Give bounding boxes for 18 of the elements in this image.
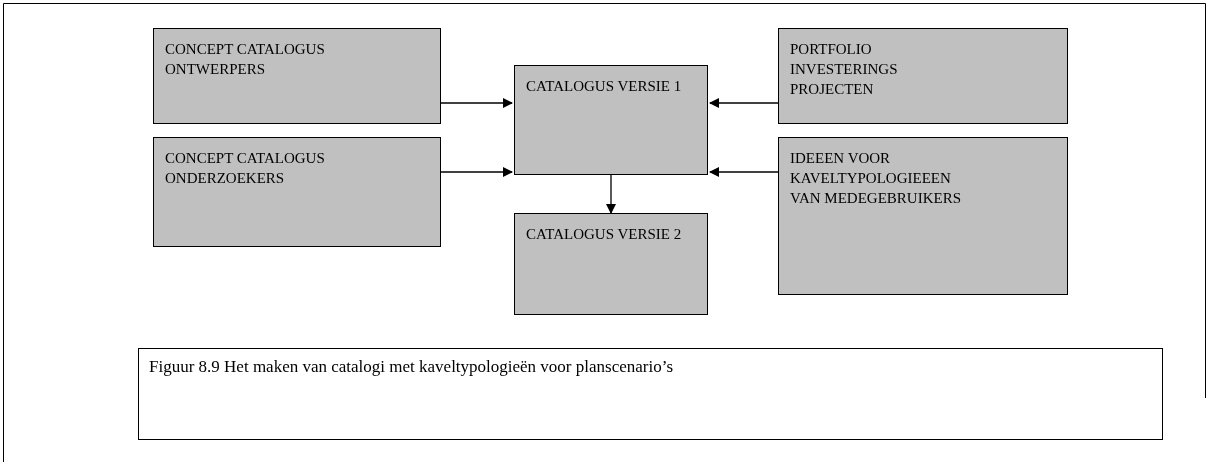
process-box: [778, 137, 1068, 295]
box-label: CONCEPT CATALOGUS ONDERZOEKERS: [165, 149, 326, 188]
box-label: CATALOGUS VERSIE 2: [526, 225, 683, 244]
box-label: CATALOGUS VERSIE 1: [526, 77, 683, 96]
arrow: [440, 98, 513, 108]
process-box: [153, 137, 441, 247]
arrow: [709, 98, 779, 108]
arrow: [440, 167, 513, 177]
process-box: [514, 65, 708, 175]
arrow: [709, 167, 779, 177]
arrow: [606, 174, 616, 214]
box-label: IDEEEN VOOR KAVELTYPOLOGIEEEN VAN MEDEGEBRUIKERS: [790, 149, 962, 208]
box-label: PORTFOLIO INVESTERINGS PROJECTEN: [790, 40, 899, 99]
figure-caption: Figuur 8.9 Het maken van catalogi met kaveltypologieën voor planscenario’s: [149, 357, 674, 376]
process-box: [514, 213, 708, 315]
process-box: [778, 28, 1068, 124]
process-box: [153, 28, 441, 124]
box-label: CONCEPT CATALOGUS ONTWERPERS: [165, 40, 326, 79]
